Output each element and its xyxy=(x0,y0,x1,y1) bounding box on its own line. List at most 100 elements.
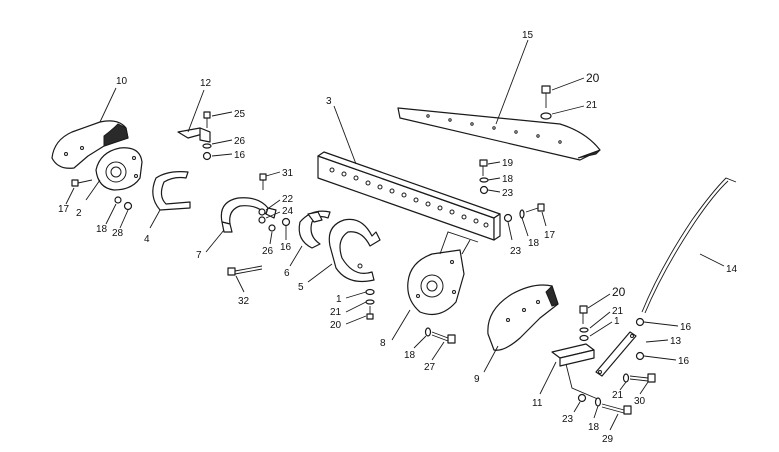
part-21-washer-top xyxy=(540,112,552,120)
callout-18c: 18 xyxy=(528,238,540,249)
callout-25: 25 xyxy=(234,109,246,120)
callout-21b: 21 xyxy=(586,100,598,111)
part-17-bolt xyxy=(71,179,93,187)
callout-3: 3 xyxy=(326,96,332,107)
callout-21a: 21 xyxy=(330,307,342,318)
callout-19: 19 xyxy=(502,158,514,169)
part-20-bolt xyxy=(366,306,374,320)
part-3-channel xyxy=(317,151,501,241)
part-11-bracket xyxy=(551,343,595,367)
part-18-washer-2 xyxy=(479,177,489,183)
part-27-bolt xyxy=(431,331,456,344)
part-18-washer-5 xyxy=(594,397,602,407)
part-16-nut-2 xyxy=(281,217,291,227)
callout-16a: 16 xyxy=(234,150,246,161)
part-21-washer xyxy=(365,299,375,305)
callout-14: 14 xyxy=(726,264,738,275)
channel-holes xyxy=(329,167,489,228)
part-19-bolt xyxy=(479,159,488,176)
callout-1: 1 xyxy=(336,294,342,305)
callout-22: 22 xyxy=(282,194,294,205)
callout-10: 10 xyxy=(116,76,128,87)
part-28-nut xyxy=(123,201,133,211)
part-8-bearing-plate xyxy=(407,249,465,315)
part-7-clamp xyxy=(220,197,277,233)
callout-9: 9 xyxy=(474,374,480,385)
callout-23b: 23 xyxy=(510,246,522,257)
callout-7: 7 xyxy=(196,250,202,261)
callout-26b: 26 xyxy=(262,246,274,257)
part-9-shield xyxy=(487,284,559,351)
part-17-bolt-2 xyxy=(525,203,545,213)
callout-21d: 21 xyxy=(612,390,624,401)
callout-28: 28 xyxy=(112,228,124,239)
part-18-washer xyxy=(114,196,122,204)
part-16-nut-4 xyxy=(635,351,645,361)
callout-13: 13 xyxy=(670,336,682,347)
callout-29: 29 xyxy=(602,434,614,445)
callout-16c: 16 xyxy=(680,322,692,333)
part-30-bolt xyxy=(629,373,656,383)
part-31-bolt xyxy=(259,173,267,181)
callout-20c: 20 xyxy=(612,285,626,299)
callout-30: 30 xyxy=(634,396,646,407)
callout-23c: 23 xyxy=(562,414,574,425)
callout-8: 8 xyxy=(380,338,386,349)
part-20-bolt-top xyxy=(541,85,551,108)
callout-16b: 16 xyxy=(280,242,292,253)
part-23-nut xyxy=(479,185,489,195)
callout-15: 15 xyxy=(522,30,534,41)
callout-20a: 20 xyxy=(330,320,342,331)
part-18-washer-3 xyxy=(519,209,525,219)
callout-24: 24 xyxy=(282,206,294,217)
callout-18d: 18 xyxy=(404,350,416,361)
callout-1b: 1 xyxy=(614,316,620,327)
callout-18e: 18 xyxy=(588,422,600,433)
part-14-rod xyxy=(641,177,737,314)
part-1-spacer xyxy=(365,288,375,296)
callout-12: 12 xyxy=(200,78,212,89)
part-21-washer-4 xyxy=(622,373,630,383)
callout-16d: 16 xyxy=(678,356,690,367)
part-22-washer xyxy=(258,208,266,216)
part-32-bolt xyxy=(227,265,263,276)
callout-18a: 18 xyxy=(96,224,108,235)
part-23-nut-2 xyxy=(503,213,513,223)
part-23-nut-3 xyxy=(577,393,587,403)
part-12-bracket xyxy=(177,127,211,143)
callout-5: 5 xyxy=(298,282,304,293)
part-21-washer-3 xyxy=(579,327,589,333)
part-26-washer xyxy=(202,143,212,149)
callout-20b: 20 xyxy=(586,71,600,85)
part-13-link xyxy=(595,331,637,377)
callout-2: 2 xyxy=(76,208,82,219)
callout-26a: 26 xyxy=(234,136,246,147)
part-18-washer-4 xyxy=(424,327,432,337)
part-20-bolt-3 xyxy=(579,305,588,324)
callout-32: 32 xyxy=(238,296,250,307)
part-4-band xyxy=(152,171,191,211)
part-16-nut xyxy=(202,151,212,161)
callout-17b: 17 xyxy=(544,230,556,241)
callout-4: 4 xyxy=(144,234,150,245)
callout-17a: 17 xyxy=(58,204,70,215)
callout-27: 27 xyxy=(424,362,436,373)
part-1-spacer-2 xyxy=(579,334,589,342)
callout-11: 11 xyxy=(532,398,543,409)
callout-23a: 23 xyxy=(502,188,514,199)
part-6-clip xyxy=(298,210,331,249)
part-26-washer-2 xyxy=(268,224,276,232)
callout-21c: 21 xyxy=(612,306,624,317)
part-24-washer xyxy=(258,216,266,224)
part-15-blade xyxy=(397,107,601,161)
part-16-nut-3 xyxy=(635,317,645,327)
part-5-shell xyxy=(328,218,381,283)
part-29-bolt xyxy=(601,403,632,415)
callout-31: 31 xyxy=(282,168,294,179)
callout-6: 6 xyxy=(284,268,290,279)
callout-18b: 18 xyxy=(502,174,514,185)
part-10-shield xyxy=(51,120,129,169)
part-25-bolt xyxy=(203,111,211,119)
